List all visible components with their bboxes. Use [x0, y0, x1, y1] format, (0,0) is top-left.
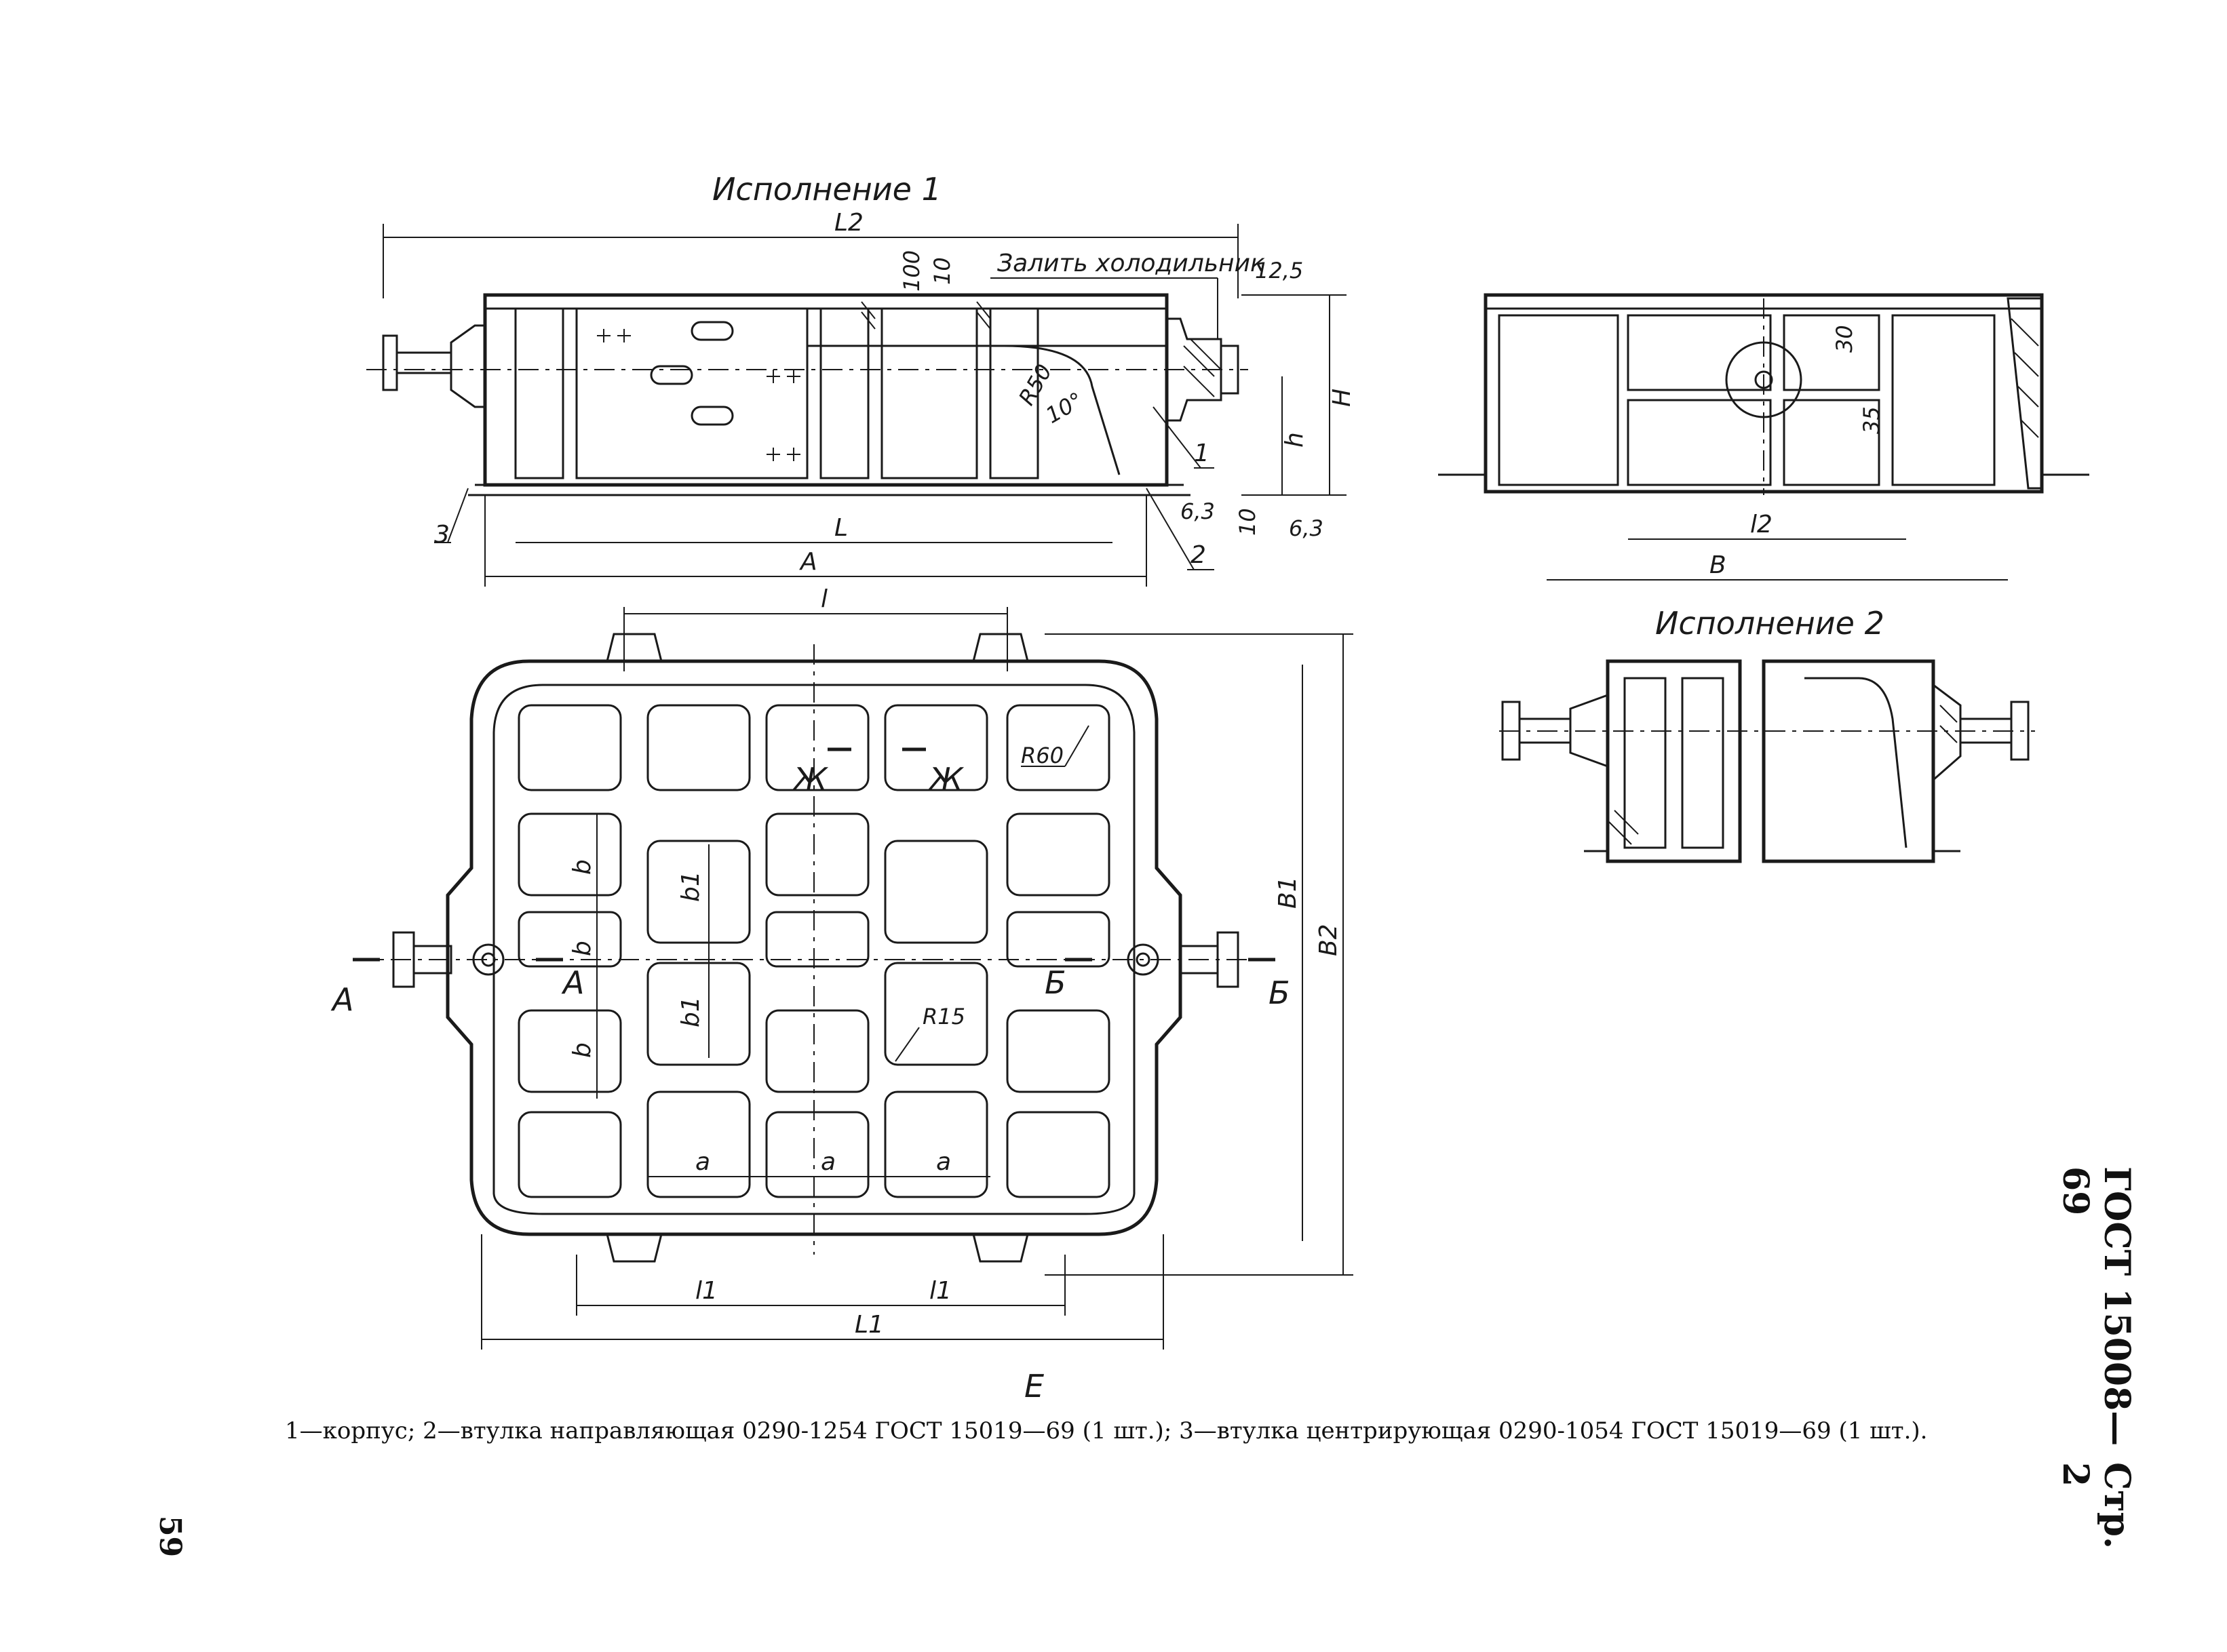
dim-100: 100	[899, 250, 925, 292]
dim-H: H	[1328, 389, 1356, 407]
dim-L: L	[834, 514, 848, 542]
end-section-view: 30 35 l2 B	[1438, 293, 2089, 581]
callout-2: 2	[1190, 541, 1206, 569]
dim-l2: l2	[1750, 511, 1773, 538]
dim-L2: L2	[834, 209, 864, 237]
view-E: Е	[1024, 1368, 1044, 1404]
dim-h: h	[1281, 432, 1309, 448]
dim-A: A	[799, 548, 817, 576]
side-page: Стр. 2	[2055, 1461, 2137, 1550]
dim-R60: R60	[1021, 743, 1064, 768]
plan-view: l	[330, 585, 1353, 1404]
dim-a-2: a	[821, 1148, 836, 1176]
dim-R15: R15	[923, 1004, 965, 1029]
execution1-section-view: Исполнение 1 L2	[366, 171, 1356, 587]
dim-b-1: b	[568, 859, 596, 875]
section-Zh-right: Ж	[927, 761, 965, 798]
figure-caption: 1—корпус; 2—втулка направляющая 0290-125…	[285, 1417, 1928, 1444]
section-Zh-left: Ж	[792, 761, 829, 798]
dim-b1-2: b1	[677, 996, 705, 1027]
standard-code: ГОСТ 15008—69	[2055, 1166, 2137, 1447]
dim-B1: B1	[1274, 876, 1302, 909]
roughness-6-3-b: 6,3	[1289, 515, 1323, 541]
dim-B2: B2	[1315, 924, 1342, 956]
dim-l: l	[821, 585, 828, 613]
fill-note: Залить холодильник	[997, 250, 1265, 277]
dim-L1: L1	[855, 1311, 884, 1339]
roughness-12-5: 12,5	[1255, 258, 1303, 283]
execution2-title: Исполнение 2	[1655, 605, 1884, 642]
callout-1: 1	[1194, 439, 1209, 467]
dim-b-2: b	[568, 941, 596, 956]
section-B-right: Б	[1269, 975, 1290, 1011]
section-A-left: А	[330, 981, 353, 1018]
dim-l1-left: l1	[695, 1277, 718, 1305]
dim-10-top: 10	[929, 257, 955, 285]
section-B-left: Б	[1045, 964, 1066, 1001]
page-number: 59	[153, 1515, 188, 1558]
callout-3: 3	[434, 521, 450, 549]
dim-l1-right: l1	[929, 1277, 952, 1305]
dim-30: 30	[1832, 325, 1857, 353]
dim-b-3: b	[568, 1042, 596, 1058]
roughness-6-3-a: 6,3	[1180, 498, 1215, 524]
dim-a-3: a	[936, 1148, 951, 1176]
section-A-right: А	[561, 964, 584, 1001]
execution1-title: Исполнение 1	[712, 171, 942, 208]
execution2-view: Исполнение 2	[1499, 605, 2035, 863]
dim-angle-10: 10°	[1041, 387, 1087, 429]
dim-10-bottom: 10	[1235, 508, 1260, 536]
dim-b1-1: b1	[677, 871, 705, 902]
side-code-block: ГОСТ 15008—69 Стр. 2	[2055, 1166, 2137, 1573]
dim-a-1: a	[695, 1148, 710, 1176]
dim-B: B	[1709, 551, 1726, 579]
dim-35: 35	[1859, 406, 1884, 434]
